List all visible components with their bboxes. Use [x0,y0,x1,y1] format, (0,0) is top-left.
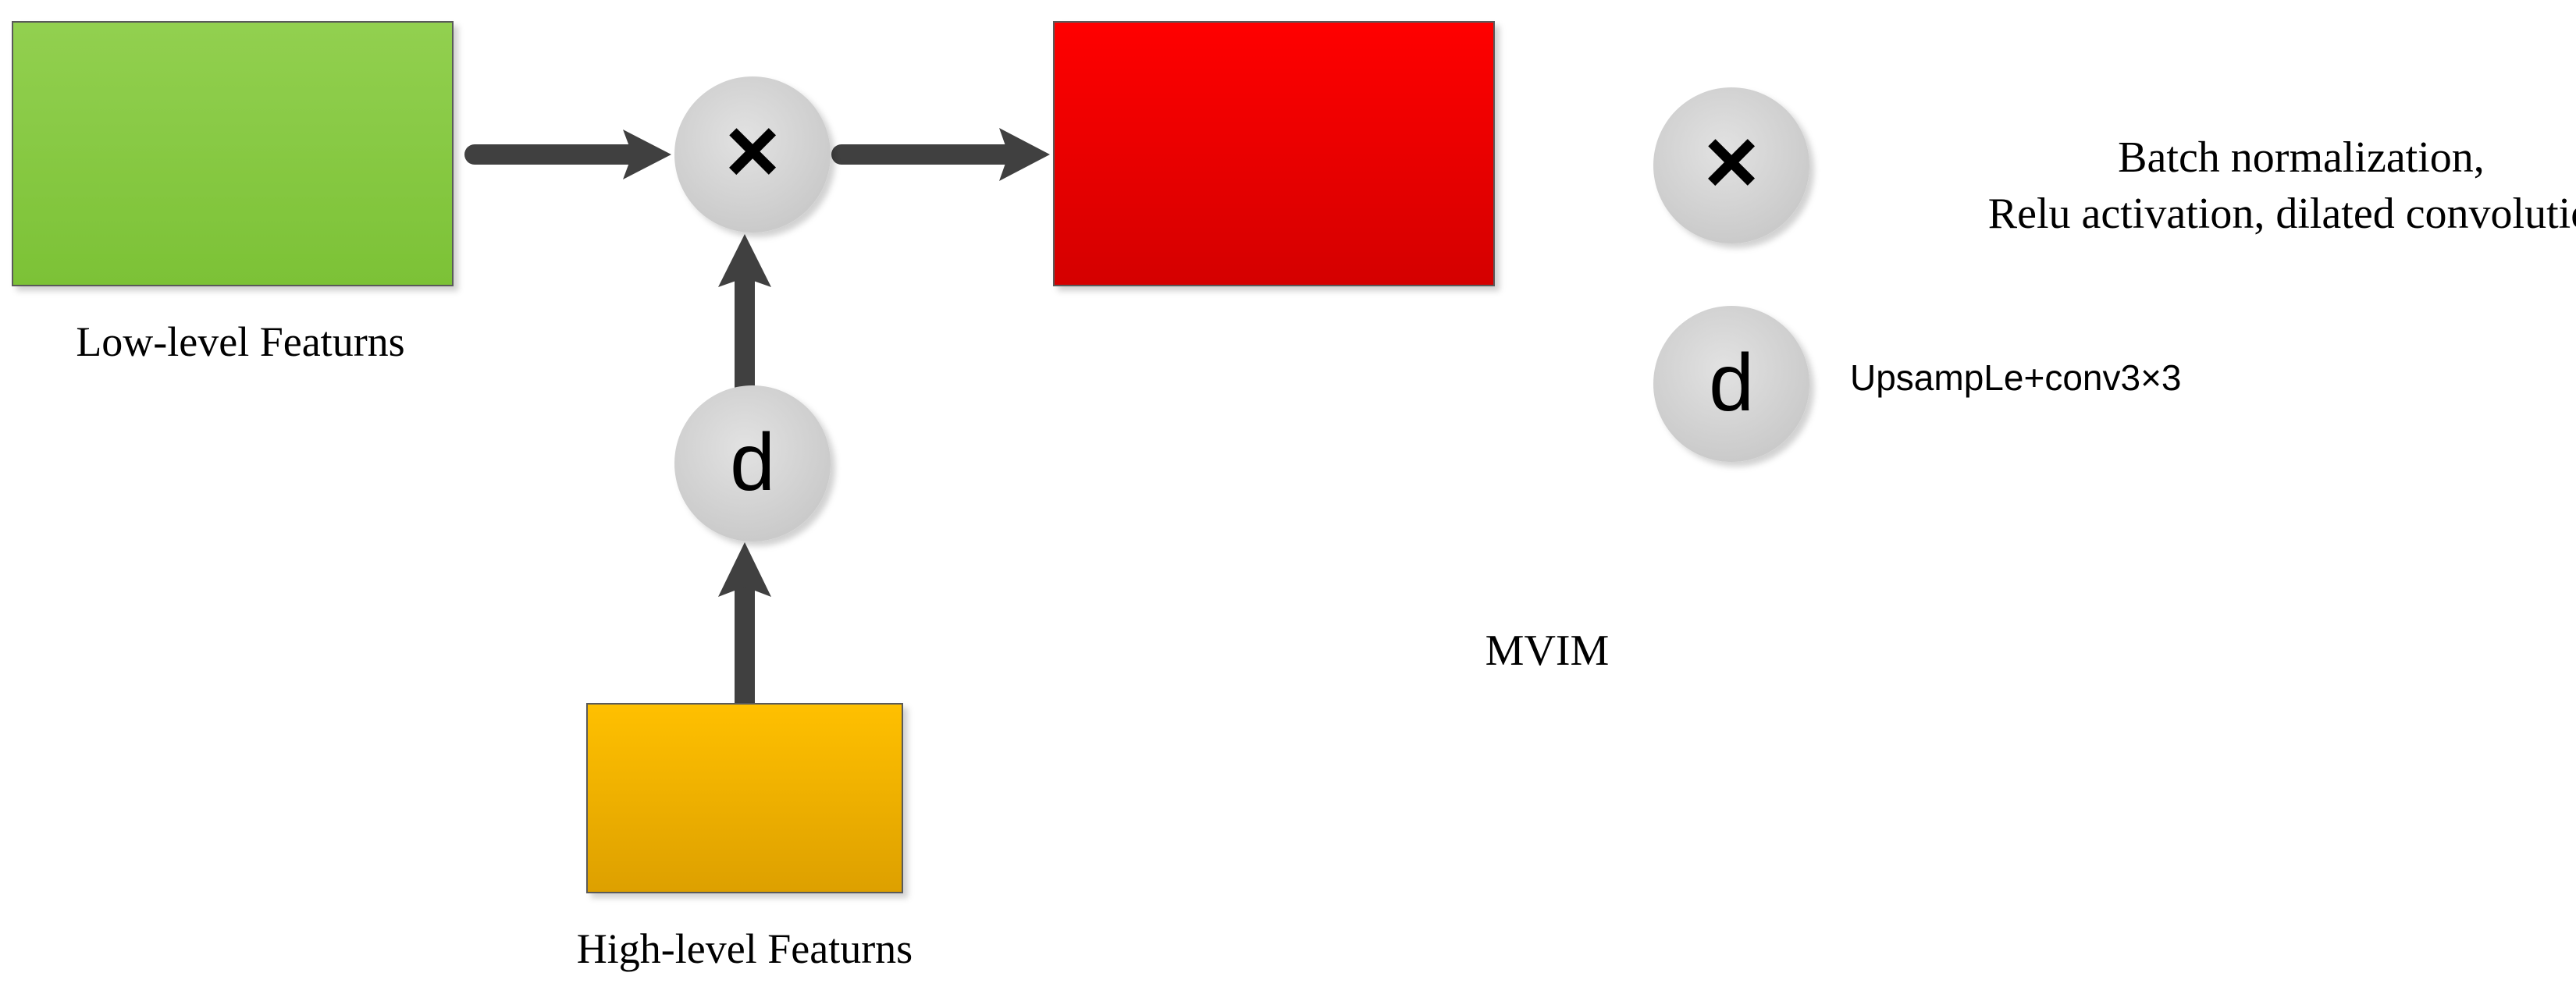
legend-d-circle [1653,306,1809,462]
arrowhead-high-to-d [718,542,771,597]
d-node-circle [674,385,831,541]
output-box [1053,21,1495,286]
legend-d-symbol: d [1709,338,1754,428]
legend: × Batch normalization, Relu activation, … [1653,87,2576,462]
multiply-node: × [674,76,831,233]
high-level-features-label: High-level Featurns [577,925,913,972]
caption-mvim: MVIM [1485,627,1610,675]
legend-multiply-circle [1653,87,1809,243]
low-level-features-box [12,21,454,286]
multiply-node-symbol: × [725,98,780,203]
arrowhead-low-to-multiply [623,130,671,179]
arrows [464,128,1050,716]
legend-d-text: UpsampLe+conv3×3 [1850,357,2182,398]
legend-multiply-text-line2: Relu activation, dilated convolution [1988,190,2576,238]
high-level-features-box [586,703,903,893]
legend-multiply-symbol: × [1704,109,1759,214]
legend-multiply-text-line1: Batch normalization, [2118,133,2485,182]
multiply-node-circle [674,76,831,233]
d-node: d [674,385,831,541]
low-level-features-label: Low-level Featurns [76,318,404,365]
d-node-symbol: d [730,417,775,508]
arrowhead-multiply-to-output [999,128,1050,181]
arrowhead-d-to-multiply [718,234,771,287]
